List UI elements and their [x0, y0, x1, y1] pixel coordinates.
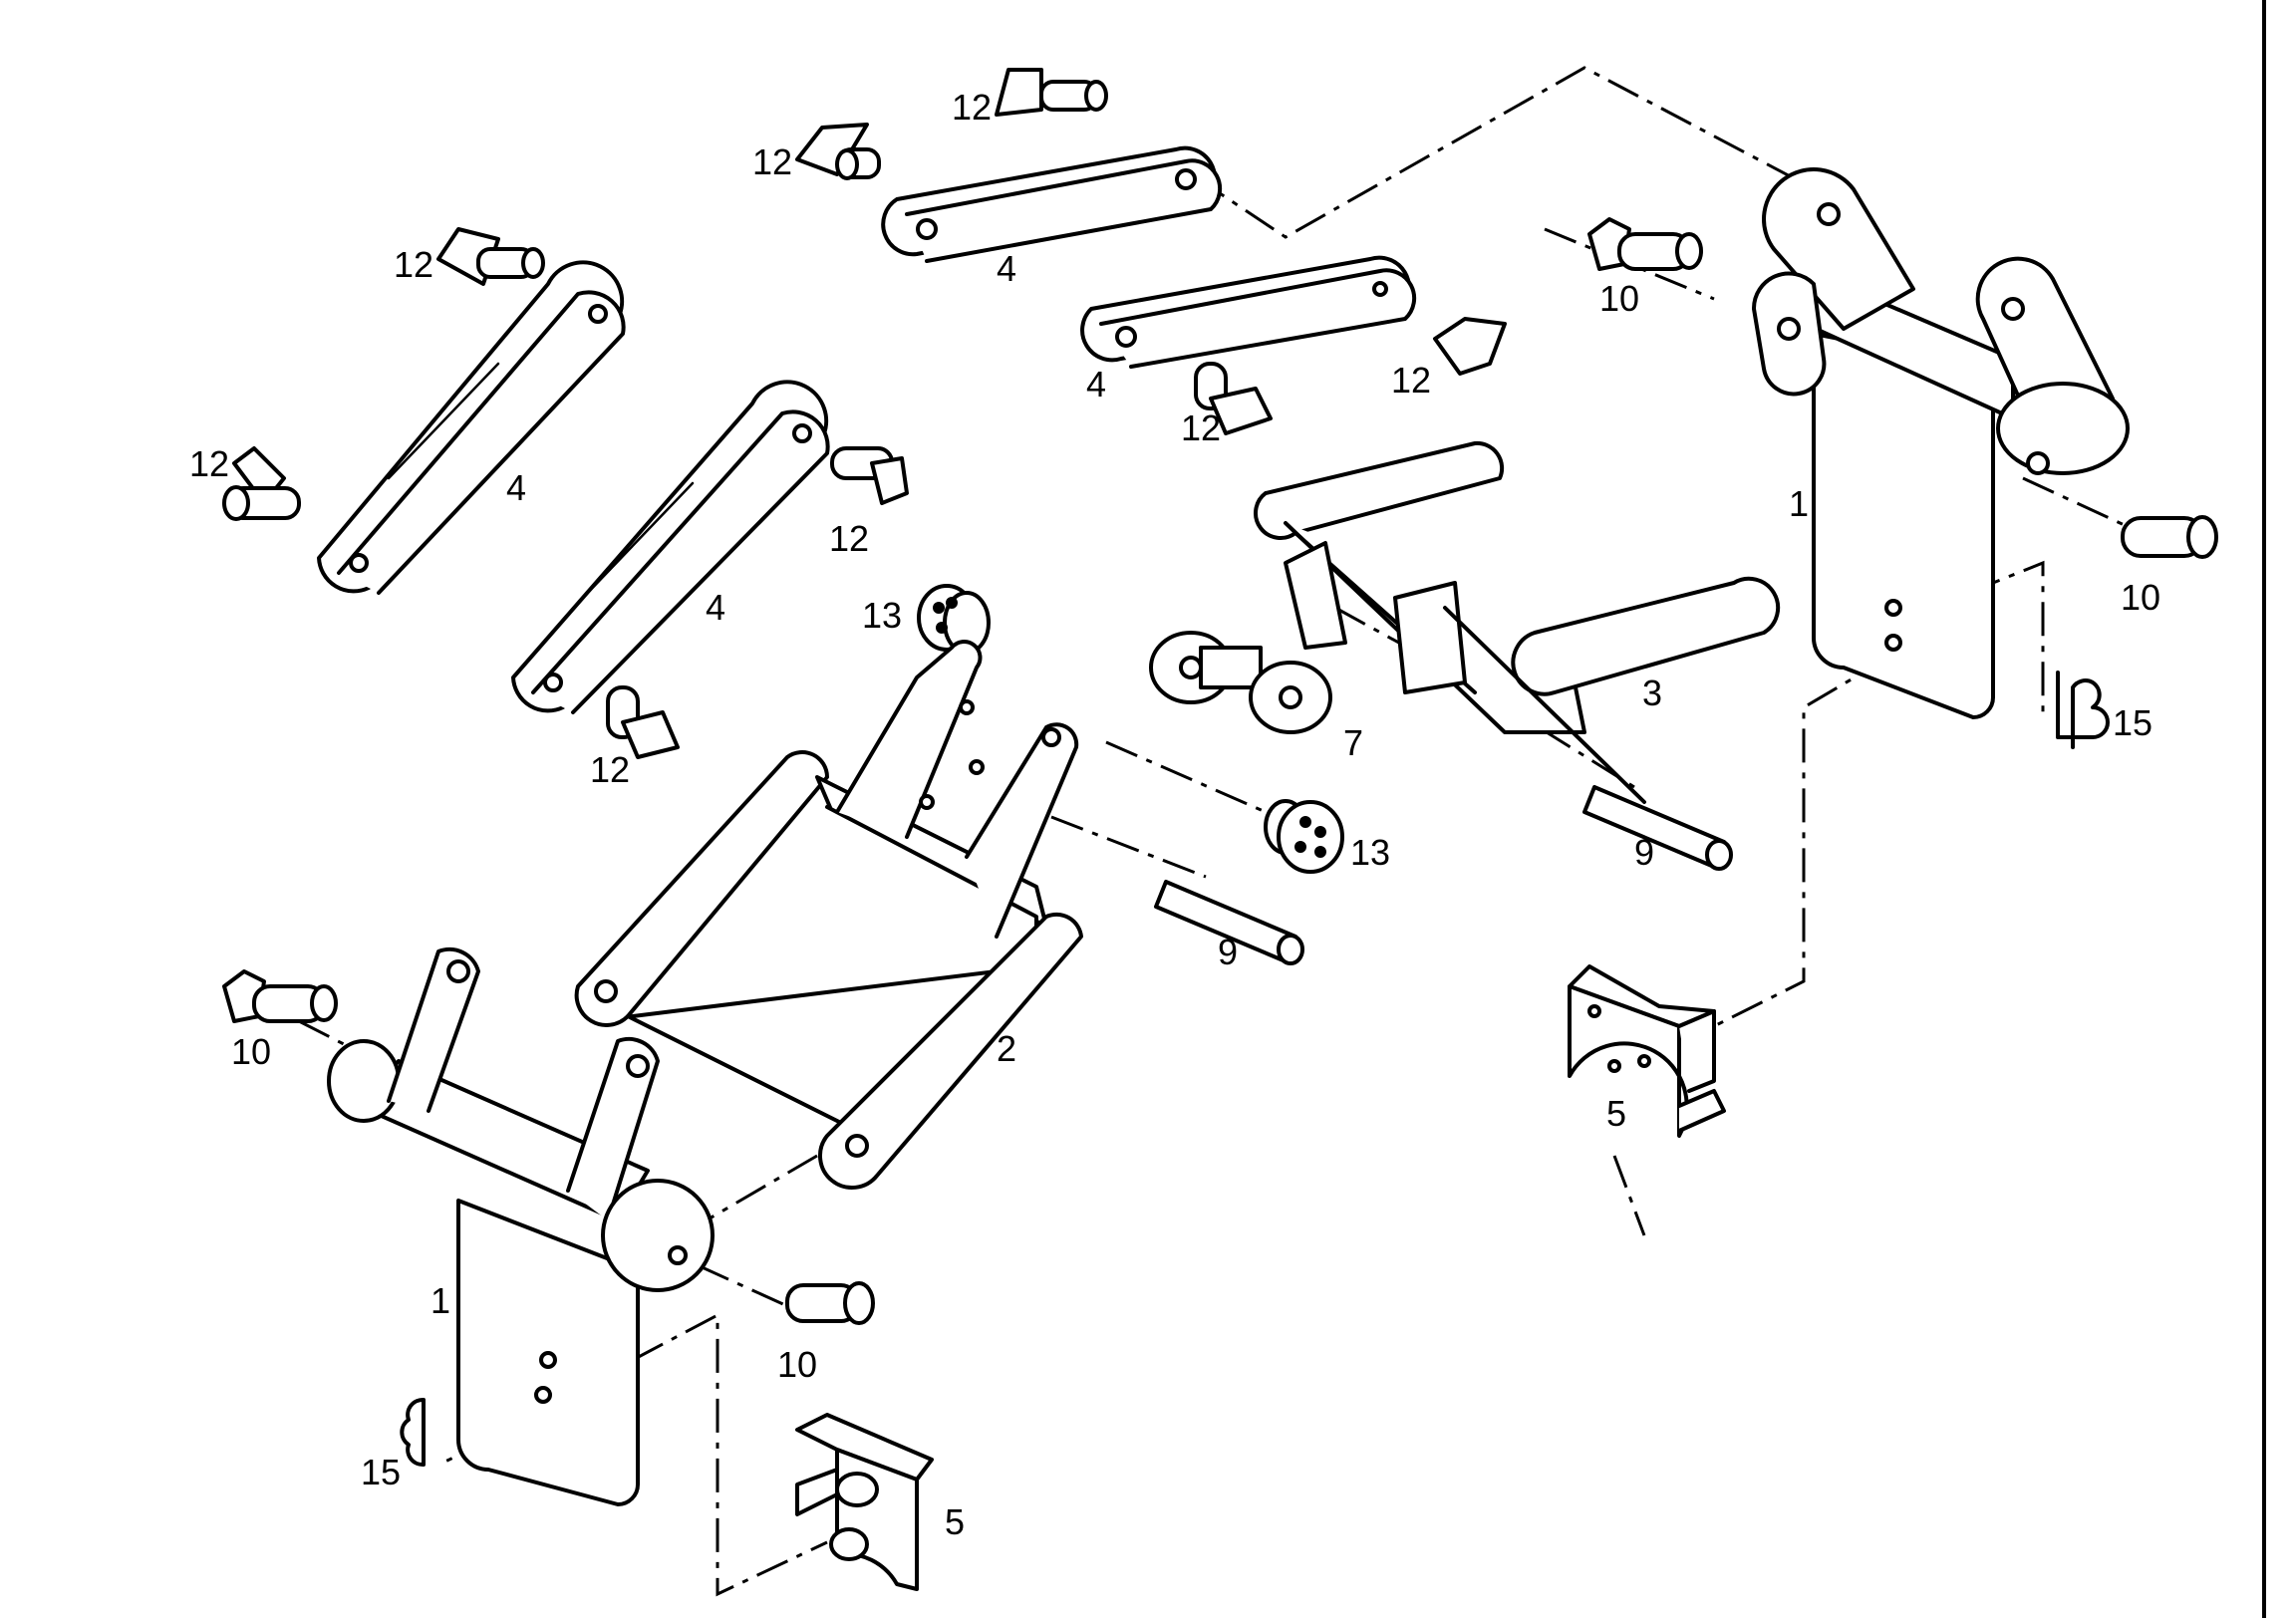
clamp-5-right	[1568, 964, 1726, 1138]
label-4-left-lower: 4	[706, 587, 725, 628]
label-5-left: 5	[945, 1501, 965, 1542]
label-1-right: 1	[1789, 483, 1809, 524]
label-9-center: 9	[1218, 932, 1238, 972]
pin-10-left-top	[222, 969, 338, 1023]
pin-10-left-bottom	[785, 1281, 875, 1325]
bracket-1-right	[1751, 167, 2130, 719]
label-15-left: 15	[361, 1452, 401, 1492]
label-12-link-right: 12	[1181, 407, 1221, 448]
label-10-left-top: 10	[231, 1031, 271, 1072]
clip-15-right	[2056, 671, 2110, 749]
pin-12-left-top	[436, 227, 545, 286]
pin-12-center-bottom	[606, 685, 680, 759]
label-13-top: 13	[862, 595, 902, 636]
label-1-left: 1	[430, 1280, 450, 1321]
label-12-top: 12	[952, 87, 992, 128]
label-12-center-bottom: 12	[590, 749, 630, 790]
label-4-middle: 4	[1086, 364, 1106, 404]
label-9-right: 9	[1634, 832, 1654, 873]
pin-12-top	[995, 68, 1108, 117]
pin-12-left-middle	[222, 446, 301, 521]
label-15-right: 15	[2113, 702, 2152, 743]
pin-10-right-top	[1587, 217, 1703, 271]
label-4-top: 4	[997, 248, 1016, 289]
bushing-13-top	[917, 584, 991, 655]
pin-12-upper-left	[795, 123, 881, 180]
link-4-left-lower	[511, 380, 830, 714]
label-12-far-right: 12	[1391, 360, 1431, 401]
bushing-13-bottom	[1264, 799, 1344, 874]
label-12-left-middle: 12	[189, 443, 229, 484]
label-5-right: 5	[1606, 1093, 1626, 1134]
clip-15-left	[400, 1398, 426, 1467]
pin-12-link-right	[1194, 362, 1273, 435]
link-4-middle	[1080, 255, 1417, 369]
label-12-left-top: 12	[394, 244, 433, 285]
label-13-bottom: 13	[1350, 832, 1390, 873]
chain-link-7	[1149, 631, 1332, 734]
frame-2	[574, 640, 1083, 1190]
label-10-left-bottom: 10	[777, 1344, 817, 1385]
pin-12-far-right	[1433, 317, 1507, 376]
link-4-top	[881, 145, 1223, 263]
bracket-1-left	[327, 946, 715, 1506]
label-10-right-bottom: 10	[2121, 577, 2160, 618]
callout-labels: 12 12 12 12 12 12 12 12 4 4 4 4 10 10 10…	[189, 87, 2160, 1542]
label-12-upper-left: 12	[752, 141, 792, 182]
label-12-center-right: 12	[829, 518, 869, 559]
rod-9-center	[1154, 880, 1304, 965]
label-7: 7	[1343, 722, 1363, 763]
pin-12-center-right	[830, 446, 909, 505]
label-10-right-top: 10	[1599, 278, 1639, 319]
rod-9-right	[1582, 785, 1733, 871]
frame-3	[1254, 440, 1781, 804]
link-4-left-upper	[317, 260, 626, 595]
clamp-5-left	[795, 1413, 934, 1591]
label-2: 2	[997, 1028, 1016, 1069]
label-3: 3	[1642, 673, 1662, 713]
label-4-left-upper: 4	[506, 467, 526, 508]
pin-10-right-bottom	[2121, 515, 2218, 559]
